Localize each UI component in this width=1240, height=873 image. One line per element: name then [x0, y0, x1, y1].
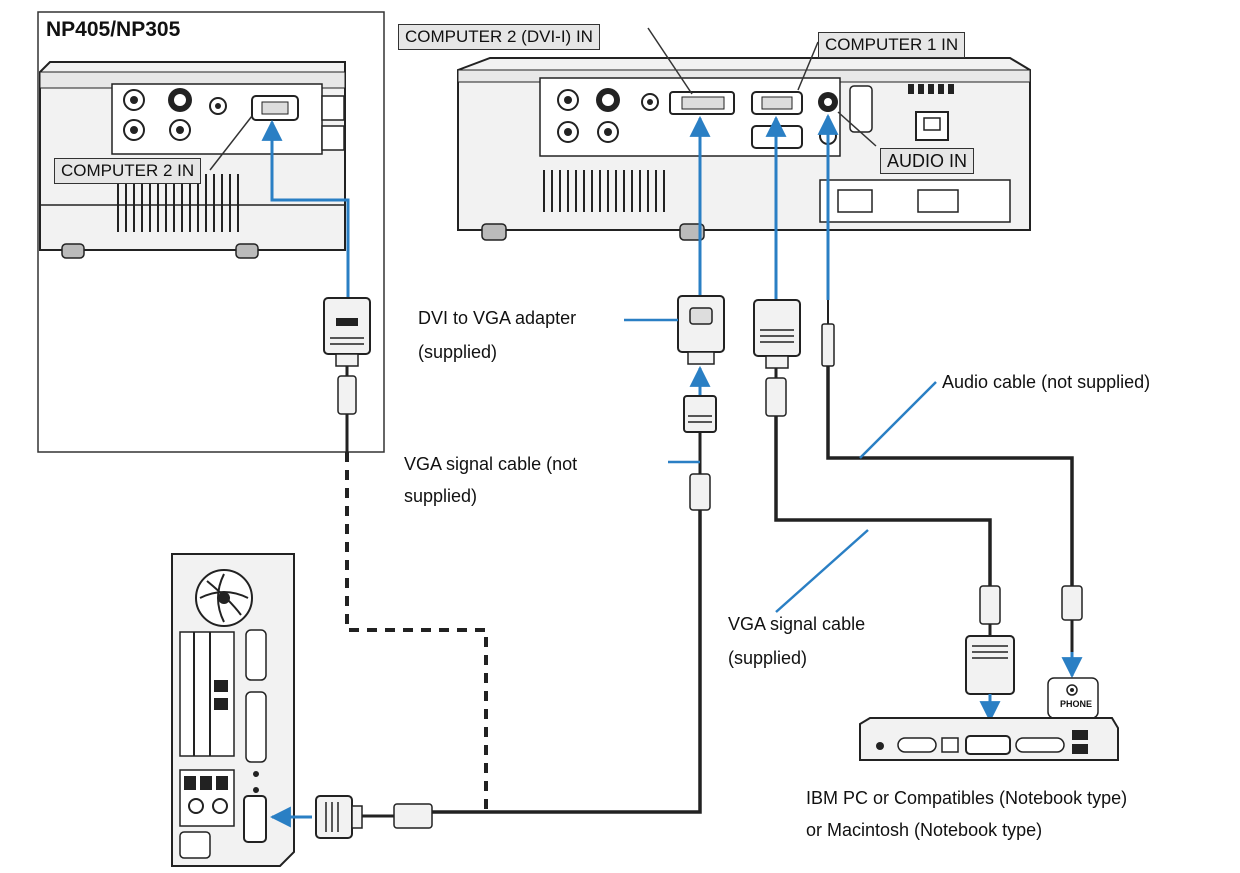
vga-supplied-label-line1: VGA signal cable [728, 614, 866, 634]
dvi-to-vga-adapter [677, 295, 725, 365]
audio-cable [826, 366, 1074, 586]
vga-cable-not-supplied [432, 510, 702, 814]
vga-not-supplied-label-line2: supplied) [404, 486, 478, 506]
desktop-vga-port [243, 795, 267, 843]
audio-cable-label: Audio cable (not supplied) [942, 372, 1151, 392]
dvi-adapter-label-line2: (supplied) [418, 342, 498, 362]
notebook-audio-plug [1061, 585, 1083, 652]
computer2-in-label: COMPUTER 2 IN [54, 158, 202, 184]
computer1-vga-connector [753, 299, 801, 417]
vga-cable-not-supplied-connector [683, 395, 717, 511]
dvi-adapter-label-line1: DVI to VGA adapter [418, 308, 577, 328]
desktop-tower [171, 553, 295, 867]
desktop-vga-connector [315, 795, 433, 839]
notebook-caption-line1: IBM PC or Compatibles (Notebook type) [806, 788, 1128, 808]
audio-in-label: AUDIO IN [880, 148, 975, 174]
notebook-computer [859, 717, 1119, 761]
inset-projector [39, 61, 346, 259]
inset-vga-connector [323, 297, 371, 452]
computer1-in-label: COMPUTER 1 IN [818, 32, 966, 58]
computer2-dvi-in-label: COMPUTER 2 (DVI-I) IN [398, 24, 600, 50]
audio-plug [821, 300, 835, 367]
vga-cable-supplied [774, 416, 992, 586]
vga-supplied-label-line2: (supplied) [728, 648, 808, 668]
inset-cable-blue [261, 119, 350, 298]
vga-not-supplied-label-line1: VGA signal cable (not [404, 454, 578, 474]
notebook-caption-line2: or Macintosh (Notebook type) [806, 820, 1043, 840]
model-title: NP405/NP305 [46, 18, 181, 41]
notebook-jack-label: PHONE [1060, 699, 1093, 709]
notebook-vga-connector [965, 585, 1015, 695]
